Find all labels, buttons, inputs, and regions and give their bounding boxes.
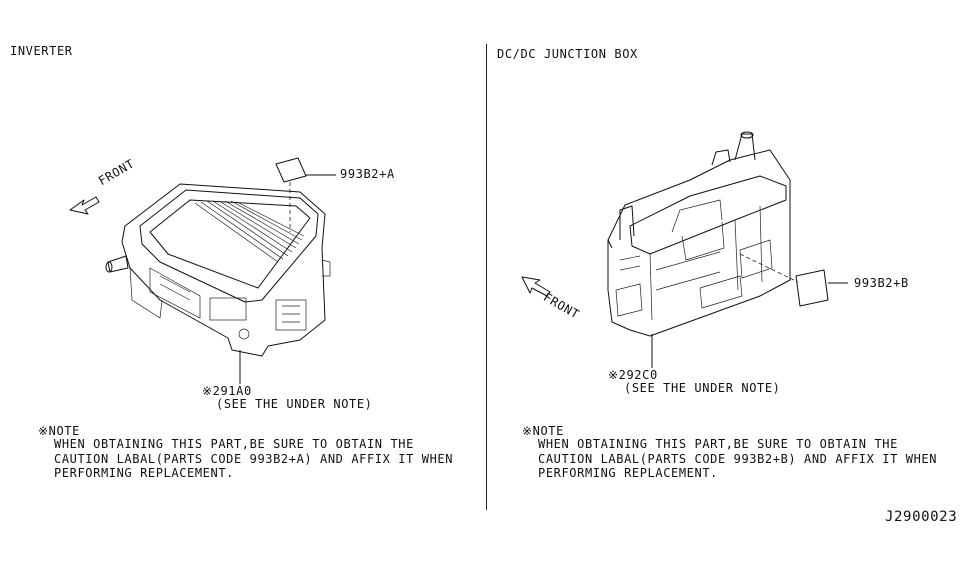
junction-box-section-title: DC/DC JUNCTION BOX: [497, 47, 638, 61]
caution-label-a: [275, 157, 307, 183]
inverter-part-code: ※291A0: [202, 384, 252, 398]
junction-box-note-heading: ※NOTE: [522, 424, 564, 438]
inverter-drawing: [69, 157, 336, 384]
junction-box-part-note-ref: (SEE THE UNDER NOTE): [624, 381, 781, 395]
front-arrow-icon: [69, 196, 100, 215]
inverter-caution-label-code: 993B2+A: [340, 167, 395, 181]
junction-box-note-line-2: CAUTION LABAL(PARTS CODE 993B2+B) AND AF…: [538, 452, 938, 466]
section-divider: [486, 44, 487, 510]
inverter-note-line-2: CAUTION LABAL(PARTS CODE 993B2+A) AND AF…: [54, 452, 454, 466]
junction-box-note-line-3: PERFORMING REPLACEMENT.: [538, 466, 718, 480]
junction-box-drawing: [521, 131, 848, 368]
caution-label-b: [795, 269, 829, 307]
inverter-note-line-1: WHEN OBTAINING THIS PART,BE SURE TO OBTA…: [54, 437, 414, 451]
inverter-part-note-ref: (SEE THE UNDER NOTE): [216, 397, 373, 411]
diagram-id: J2900023: [885, 509, 958, 525]
junction-box-caution-label-code: 993B2+B: [854, 276, 909, 290]
inverter-section-title: INVERTER: [10, 44, 73, 58]
front-arrow-icon: [521, 276, 551, 297]
inverter-note-line-3: PERFORMING REPLACEMENT.: [54, 466, 234, 480]
junction-box-part-code: ※292C0: [608, 368, 658, 382]
junction-box-note-line-1: WHEN OBTAINING THIS PART,BE SURE TO OBTA…: [538, 437, 898, 451]
inverter-note-heading: ※NOTE: [38, 424, 80, 438]
